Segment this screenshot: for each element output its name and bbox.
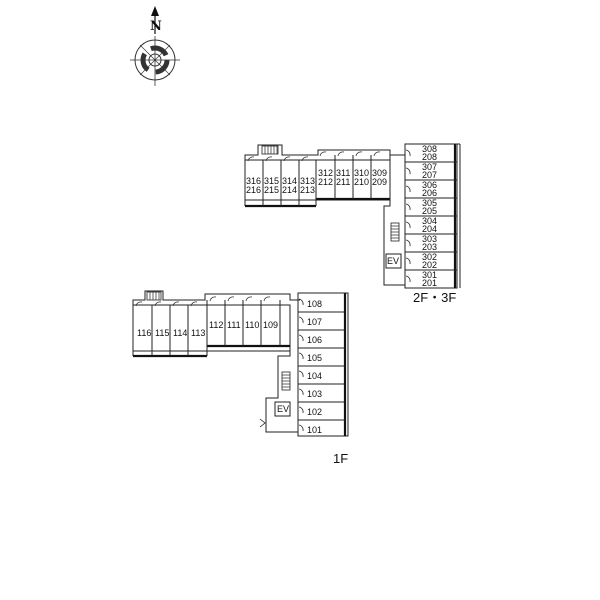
ground-floor-label: 1F <box>333 451 348 466</box>
stairs-icon <box>146 291 162 301</box>
ground-top-row-labels: 116 115 114 113 112 111 110 109 <box>137 320 278 338</box>
unit-label: 213 <box>300 185 315 195</box>
unit-label: 306 <box>422 180 437 190</box>
unit-label: 114 <box>173 328 187 338</box>
unit-label: 206 <box>422 188 437 198</box>
unit-label: 104 <box>307 371 322 381</box>
unit-label: 205 <box>422 206 437 216</box>
upper-floor-plan: 316 216 315 215 314 214 313 213 312 212 … <box>244 143 461 305</box>
unit-label: 307 <box>422 162 437 172</box>
unit-label: 106 <box>307 335 322 345</box>
unit-label: 301 <box>422 270 437 280</box>
unit-label: 302 <box>422 252 437 262</box>
unit-label: 201 <box>422 278 437 288</box>
unit-label: 112 <box>209 320 223 330</box>
unit-label: 109 <box>263 320 278 330</box>
compass-icon: N <box>130 6 180 86</box>
unit-label: 102 <box>307 407 322 417</box>
unit-label: 211 <box>336 177 350 187</box>
entrance-icon <box>259 418 266 428</box>
unit-label: 110 <box>245 320 259 330</box>
unit-label: 212 <box>318 177 333 187</box>
unit-label: 312 <box>318 168 333 178</box>
unit-label: 101 <box>307 425 322 435</box>
unit-label: 115 <box>155 328 169 338</box>
unit-label: 310 <box>354 168 369 178</box>
unit-label: 304 <box>422 216 437 226</box>
unit-label: 214 <box>282 185 297 195</box>
upper-floor-label: 2F・3F <box>413 290 456 305</box>
unit-label: 215 <box>264 185 279 195</box>
elevator-label: EV <box>387 256 399 266</box>
elevator-box <box>385 253 402 269</box>
ground-floor-plan: 116 115 114 113 112 111 110 109 <box>132 290 349 466</box>
unit-label: 210 <box>354 177 369 187</box>
unit-label: 313 <box>300 176 315 186</box>
unit-label: 207 <box>422 170 437 180</box>
unit-label: 208 <box>422 152 437 162</box>
unit-label: 308 <box>422 144 437 154</box>
north-label: N <box>150 19 162 34</box>
unit-label: 113 <box>191 328 205 338</box>
unit-label: 111 <box>227 320 241 330</box>
elevator-label: EV <box>277 404 289 414</box>
unit-label: 311 <box>336 168 350 178</box>
upper-top-row-labels: 316 216 315 215 314 214 313 213 312 212 … <box>246 168 387 195</box>
unit-label: 309 <box>372 168 387 178</box>
unit-label: 107 <box>307 317 322 327</box>
unit-label: 209 <box>372 177 387 187</box>
unit-label: 315 <box>264 176 279 186</box>
unit-label: 202 <box>422 260 437 270</box>
elevator-box <box>274 401 291 417</box>
unit-label: 103 <box>307 389 322 399</box>
unit-label: 316 <box>246 176 261 186</box>
unit-label: 108 <box>307 299 322 309</box>
unit-label: 305 <box>422 198 437 208</box>
unit-label: 116 <box>137 328 151 338</box>
unit-label: 216 <box>246 185 261 195</box>
unit-label: 314 <box>282 176 297 186</box>
unit-label: 105 <box>307 353 322 363</box>
unit-label: 204 <box>422 224 437 234</box>
unit-label: 303 <box>422 234 437 244</box>
stairs-icon <box>261 145 279 155</box>
upper-column-labels: 308 208 307 207 306 206 305 205 304 204 … <box>422 144 437 288</box>
unit-label: 203 <box>422 242 437 252</box>
ground-column-labels: 108 107 106 105 104 103 102 101 <box>307 299 322 435</box>
